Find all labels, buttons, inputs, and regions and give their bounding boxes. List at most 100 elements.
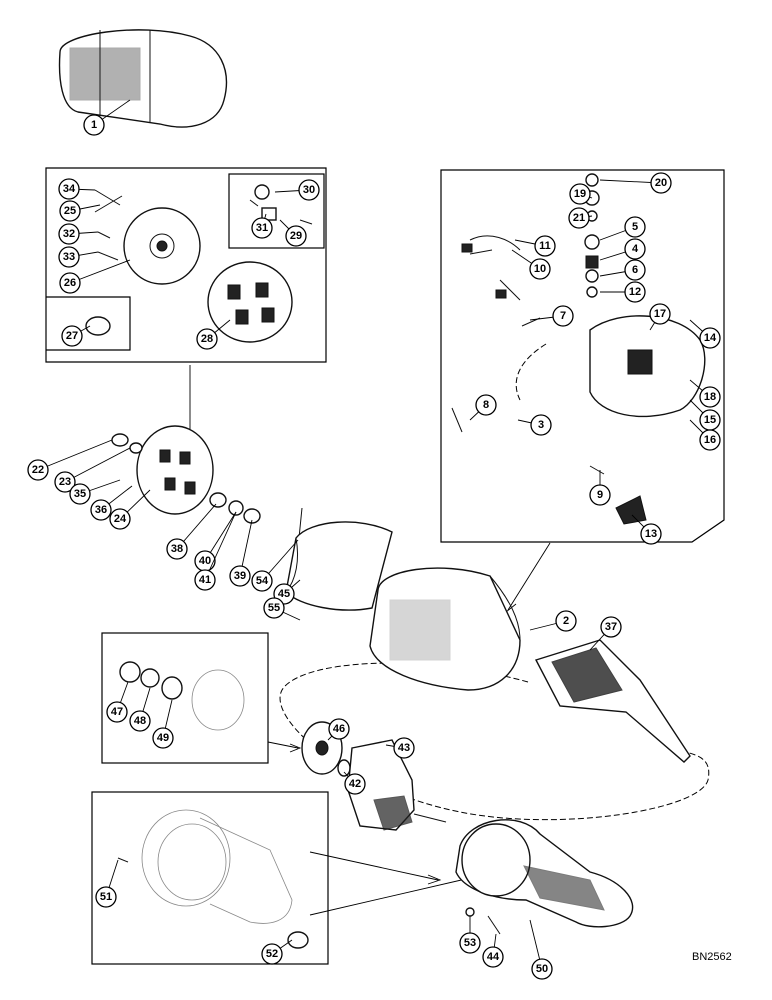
callout-number: 16 [704, 434, 716, 446]
callout-39: 39 [229, 519, 253, 587]
callout-circle [59, 200, 81, 222]
callout-circle [229, 565, 251, 587]
callout-circle [129, 710, 151, 732]
bearing-parts-47-49 [119, 661, 245, 731]
callout-9: 9 [589, 470, 611, 506]
callout-number: 39 [234, 570, 246, 582]
callout-circle [600, 616, 622, 638]
callout-number: 20 [655, 177, 667, 189]
callout-44: 44 [482, 933, 504, 968]
callout-50: 50 [529, 919, 553, 980]
callout-circle [251, 217, 273, 239]
inset-field-box [440, 169, 725, 543]
callout-27: 27 [61, 325, 91, 347]
callout-number: 34 [63, 183, 76, 195]
inset-bearing-box [101, 632, 269, 764]
callout-30: 30 [274, 179, 320, 201]
callout-22: 22 [27, 439, 113, 481]
callout-number: 1 [91, 119, 97, 131]
cover-band-45 [285, 521, 393, 611]
inset-brush-holder-box [228, 173, 325, 249]
callout-number: 8 [483, 399, 489, 411]
callout-12: 12 [600, 281, 646, 303]
callout-number: 45 [278, 588, 290, 600]
callout-20: 20 [599, 172, 672, 194]
callout-1: 1 [83, 99, 131, 136]
callout-number: 38 [171, 543, 183, 555]
callout-number: 32 [63, 228, 75, 240]
callout-circle [298, 179, 320, 201]
callout-10: 10 [511, 249, 551, 280]
callout-17: 17 [649, 303, 671, 331]
callout-25: 25 [59, 200, 101, 222]
drive-housing-50 [455, 819, 634, 935]
callout-circle [95, 886, 117, 908]
callout-number: 50 [536, 963, 548, 975]
callout-number: 33 [63, 251, 75, 263]
callout-circle [650, 172, 672, 194]
callout-circle [58, 178, 80, 200]
callout-4: 4 [599, 238, 646, 261]
callout-circle [69, 483, 91, 505]
callout-circle [699, 429, 721, 451]
callout-circle [640, 523, 662, 545]
callout-52: 52 [261, 939, 293, 965]
callout-circle [459, 932, 481, 954]
starter-assembly-complete [58, 29, 228, 128]
callout-number: 21 [573, 212, 585, 224]
callout-circle [531, 958, 553, 980]
callout-circle [166, 538, 188, 560]
callout-number: 22 [32, 464, 44, 476]
callout-number: 29 [290, 230, 302, 242]
callout-number: 19 [574, 188, 586, 200]
drive-assembly-43 [347, 739, 447, 831]
callout-circle [196, 328, 218, 350]
callout-14: 14 [689, 319, 721, 349]
callout-13: 13 [631, 514, 662, 545]
callout-number: 23 [59, 476, 71, 488]
callout-circle [552, 305, 574, 327]
callout-number: 51 [100, 891, 112, 903]
callout-49: 49 [152, 699, 174, 749]
callout-7: 7 [529, 305, 574, 327]
callout-40: 40 [194, 511, 237, 572]
callout-number: 25 [64, 205, 76, 217]
callout-number: 26 [64, 277, 76, 289]
callout-16: 16 [689, 419, 721, 451]
callout-2: 2 [529, 610, 577, 632]
callout-number: 37 [605, 621, 617, 633]
callout-35: 35 [69, 479, 121, 505]
callout-32: 32 [58, 223, 99, 245]
washers-38-41 [209, 492, 261, 524]
armature-37 [534, 639, 691, 763]
field-coil-parts [451, 173, 706, 525]
callout-number: 30 [303, 184, 315, 196]
callout-number: 7 [560, 310, 566, 322]
inset-end-frame-box [45, 167, 327, 363]
callout-circle [152, 727, 174, 749]
callout-number: 13 [645, 528, 657, 540]
commutator-end-frame [123, 207, 201, 285]
callout-circle [530, 414, 552, 436]
end-frame-assembly-lower [136, 425, 214, 515]
callout-number: 35 [74, 488, 86, 500]
callout-circle [344, 773, 366, 795]
callout-number: 11 [539, 240, 551, 252]
brush-spring-parts [249, 184, 313, 225]
callout-number: 42 [349, 778, 361, 790]
callout-23: 23 [54, 447, 131, 493]
bushing-27 [85, 316, 111, 336]
callout-leader [64, 447, 131, 483]
callout-number: 55 [268, 602, 280, 614]
callout-circle [624, 281, 646, 303]
washers-22-23 [111, 433, 143, 454]
brush-holder-plate [207, 261, 293, 343]
callout-38: 38 [166, 503, 217, 560]
callout-number: 49 [157, 732, 169, 744]
callout-circle [261, 943, 283, 965]
callout-circle [328, 718, 350, 740]
callout-circle [106, 701, 128, 723]
callout-51: 51 [95, 859, 119, 908]
callout-circle [27, 459, 49, 481]
